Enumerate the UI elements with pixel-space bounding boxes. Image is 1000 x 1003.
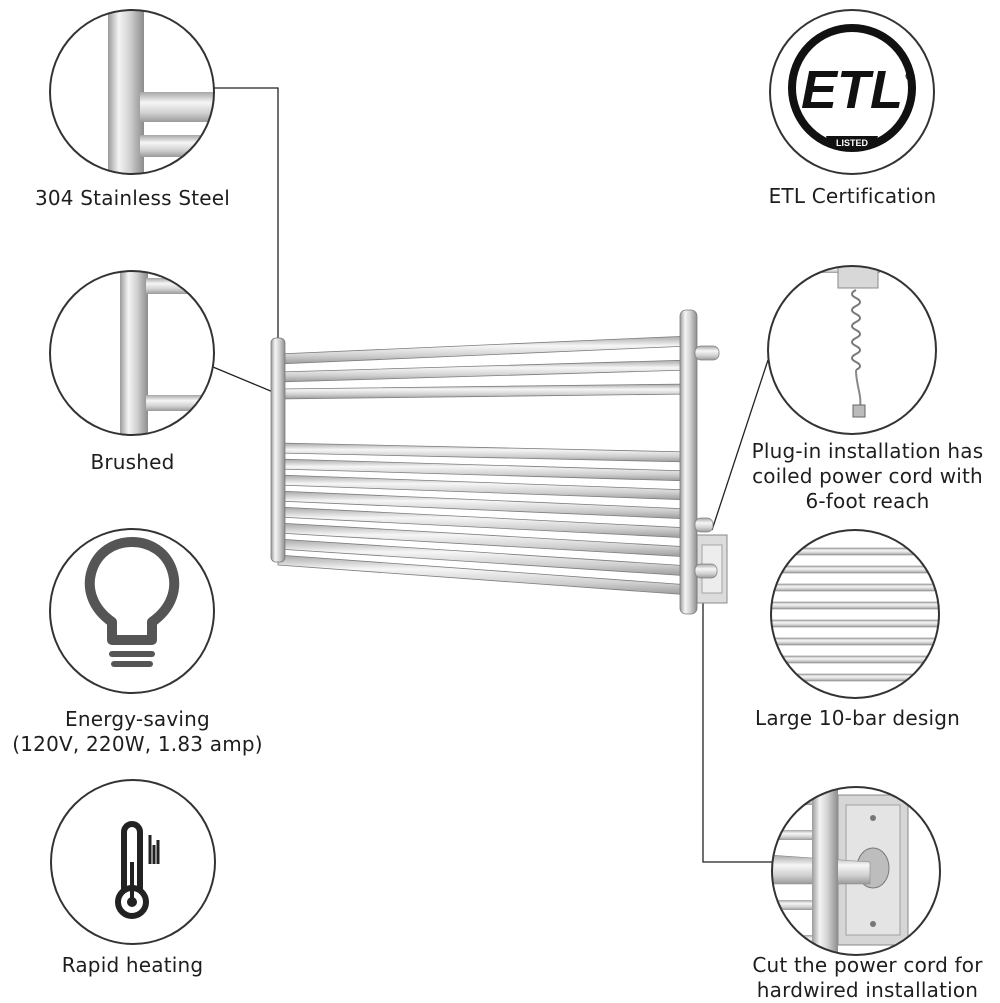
caption-certification: ETL Certification bbox=[768, 184, 937, 208]
caption-energy: Energy-saving (120V, 220W, 1.83 amp) bbox=[12, 707, 263, 756]
towel-warmer-product bbox=[270, 309, 728, 615]
caption-material: 304 Stainless Steel bbox=[34, 186, 231, 210]
lightbulb-icon bbox=[49, 528, 215, 694]
svg-text:ETL: ETL bbox=[801, 60, 903, 120]
caption-finish: Brushed bbox=[90, 450, 175, 474]
svg-text:LISTED: LISTED bbox=[836, 138, 869, 148]
bars-closeup bbox=[770, 529, 940, 699]
caption-bars: Large 10-bar design bbox=[755, 706, 960, 730]
brushed-closeup bbox=[49, 270, 215, 436]
caption-hardwire: Cut the power cord for hardwired install… bbox=[752, 953, 983, 1002]
stainless-steel-closeup bbox=[49, 9, 215, 175]
etl-logo: ETL LISTED bbox=[769, 9, 935, 175]
coiled-cord-closeup bbox=[767, 265, 937, 435]
wall-plate-closeup bbox=[771, 786, 941, 956]
caption-heating: Rapid heating bbox=[61, 953, 204, 977]
connector-lines bbox=[212, 87, 775, 863]
thermometer-icon bbox=[50, 779, 216, 945]
caption-plugin: Plug-in installation has coiled power co… bbox=[751, 439, 984, 513]
